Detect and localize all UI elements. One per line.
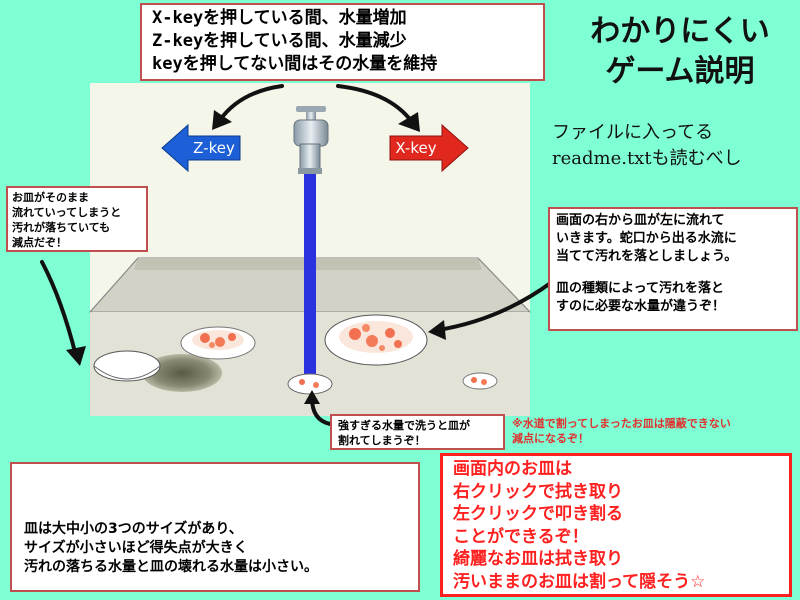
mouse-operations-box: 画面内のお皿は 右クリックで拭き取り 左クリックで叩き割る ことができるぞ！ 綺… [440, 453, 792, 597]
plate-sizes-text: 皿は大中小の3つのサイズがあり、 サイズが小さいほど得失点が大きく 汚れの落ちる… [24, 520, 420, 577]
note-left-line-1: お皿がそのまま [12, 191, 89, 204]
plate-small-dirty [462, 372, 498, 390]
note-left-line-4: 減点だぞ！ [12, 236, 67, 249]
z-key-label: Z-key [193, 139, 235, 157]
plate-large-clean [93, 350, 161, 382]
title-line-2: ゲーム説明 [605, 54, 755, 89]
ops-line-3: 左クリックで叩き割る [453, 504, 623, 524]
sizes-line-2: サイズが小さいほど得失点が大きく [24, 540, 248, 556]
sizes-line-1: 皿は大中小の3つのサイズがあり、 [24, 521, 243, 537]
key-instruction-increase: X-keyを押している間、水量増加 [152, 8, 407, 28]
key-instruction-decrease: Z-keyを押している間、水量減少 [152, 31, 407, 51]
z-key-arrow-icon [161, 123, 241, 173]
note-hidden-line-1: ※水道で割ってしまったお皿は隠蔽できない [512, 417, 731, 430]
note-plate-break: 強すぎる水量で洗うと皿が 割れてしまうぞ！ [330, 414, 505, 450]
note-flowing-plate: お皿がそのまま 流れていってしまうと 汚れが落ちていても 減点だぞ！ [6, 186, 148, 252]
ops-line-2: 右クリックで拭き取り [453, 481, 623, 502]
page-title: わかりにくい ゲーム説明 [560, 12, 800, 92]
key-instruction-maintain: keyを押してない間はその水量を維持 [152, 54, 438, 74]
readme-line-2: readme.txtも読むべし [552, 148, 742, 169]
plate-small-under-water [287, 373, 333, 395]
readme-line-1: ファイルに入ってる [552, 122, 714, 143]
note-gameplay: 画面の右から皿が左に流れて いきます。蛇口から出る水流に 当てて汚れを落としまし… [548, 207, 798, 331]
note-hidden-penalty: ※水道で割ってしまったお皿は隠蔽できない 減点になるぞ！ [512, 416, 792, 446]
title-line-1: わかりにくい [590, 14, 770, 49]
note-right-line-2: いきます。蛇口から出る水流に [556, 231, 737, 246]
note-right-line-5: すのに必要な水量が違うぞ！ [556, 299, 726, 314]
readme-note: ファイルに入ってる readme.txtも読むべし [552, 120, 800, 172]
note-left-line-3: 汚れが落ちていても [12, 221, 111, 234]
note-right-line-3: 当てて汚れを落としましょう。 [556, 249, 738, 264]
ops-line-5: 綺麗なお皿は拭き取り [453, 549, 623, 569]
note-break-line-2: 割れてしまうぞ！ [338, 434, 426, 447]
water-stream [304, 174, 316, 386]
ops-line-1: 画面内のお皿は [453, 459, 572, 479]
note-left-line-2: 流れていってしまうと [12, 206, 122, 219]
note-hidden-line-2: 減点になるぞ！ [512, 432, 589, 445]
x-key-arrow-icon [389, 123, 469, 173]
pointer-arrows [40, 84, 554, 426]
arrow-heads [66, 110, 446, 404]
key-instructions-box: X-keyを押している間、水量増加 Z-keyを押している間、水量減少 keyを… [140, 3, 545, 81]
plate-sizes-box [10, 462, 420, 592]
ops-line-4: ことができるぞ！ [453, 526, 589, 547]
plate-large-dirty [324, 314, 428, 366]
faucet-icon [293, 106, 329, 174]
note-right-line-1: 画面の右から皿が左に流れて [556, 213, 725, 228]
drain [142, 354, 222, 392]
ops-line-6: 汚いままのお皿は割って隠そう☆ [453, 571, 706, 592]
note-right-line-4: 皿の種類によって汚れを落と [556, 281, 724, 296]
note-break-line-1: 強すぎる水量で洗うと皿が [338, 419, 470, 432]
x-key-label: X-key [395, 139, 437, 157]
plate-medium-dirty [180, 326, 256, 360]
sizes-line-3: 汚れの落ちる水量と皿の壊れる水量は小さい。 [24, 559, 318, 575]
